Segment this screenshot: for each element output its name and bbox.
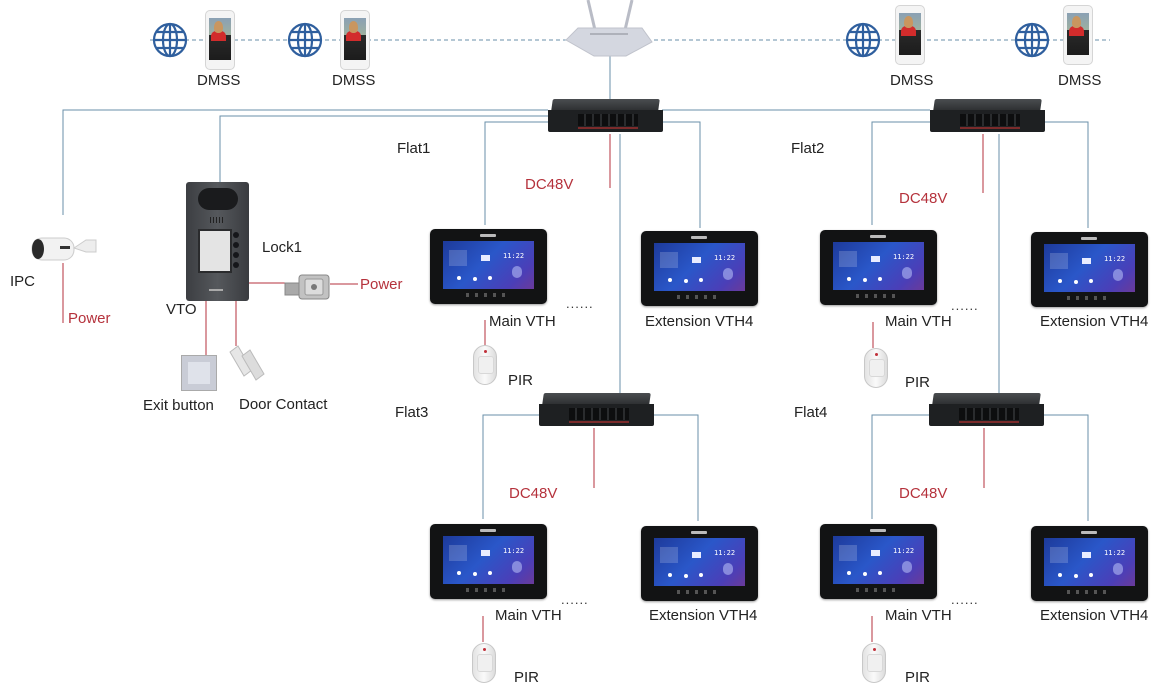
vto-link: [219, 115, 548, 182]
flat2-main-vth-label: Main VTH: [885, 313, 952, 330]
ip-camera-icon: [31, 237, 97, 261]
flat1-extension-vth-label: Extension VTH4: [645, 313, 754, 330]
flat4-main-link: [871, 414, 930, 519]
door-contact-label: Door Contact: [239, 396, 328, 413]
poe-switch-3: [539, 393, 654, 427]
flat2-label: Flat2: [791, 140, 825, 157]
flat4-main-vth: 11:22: [820, 524, 937, 599]
flat3-pir-label: PIR: [514, 669, 540, 686]
smartphone-icon: [1063, 5, 1093, 65]
ipc-link: [62, 109, 548, 215]
ipc-power-label: Power: [68, 310, 111, 327]
smartphone-icon: [205, 10, 235, 70]
flat4-extension-vth: 11:22: [1031, 526, 1148, 601]
globe-icon: [1014, 22, 1050, 58]
flat3-main-link: [482, 414, 540, 519]
ipc-label: IPC: [10, 273, 36, 290]
globe-icon: [287, 22, 323, 58]
smartphone-icon: [340, 10, 370, 70]
flat1-extension-vth: 11:22: [641, 231, 758, 306]
electric-lock-icon: [284, 274, 330, 300]
pir-sensor-icon: [473, 345, 497, 385]
flat3-ellipsis: ......: [561, 592, 589, 607]
vth-clock: 11:22: [714, 254, 736, 262]
dmss-label: DMSS: [890, 72, 934, 89]
flat4-ellipsis: ......: [951, 592, 979, 607]
dmss-label: DMSS: [1058, 72, 1102, 89]
flat2-main-link: [871, 121, 930, 225]
flat1-power-label: DC48V: [525, 176, 574, 193]
flat3-extension-vth: 11:22: [641, 526, 758, 601]
pir-sensor-icon: [472, 643, 496, 683]
flat3-label: Flat3: [395, 404, 429, 421]
poe-switch-1: [548, 99, 663, 133]
pir-sensor-icon: [864, 348, 888, 388]
flat1-pir-label: PIR: [508, 372, 534, 389]
flat1-label: Flat1: [397, 140, 431, 157]
vth-clock: 11:22: [714, 549, 736, 557]
flat2-power-label: DC48V: [899, 190, 948, 207]
globe-icon: [152, 22, 188, 58]
flat4-extension-vth-label: Extension VTH4: [1040, 607, 1149, 624]
lock-power-label: Power: [360, 276, 403, 293]
vto-label: VTO: [166, 301, 197, 318]
flat3-ext-link: [652, 414, 699, 521]
lock-label: Lock1: [262, 239, 303, 256]
smartphone-icon: [895, 5, 925, 65]
flat4-pir-label: PIR: [905, 669, 931, 686]
flat4-ext-link: [1042, 414, 1089, 521]
globe-icon: [845, 22, 881, 58]
exit-button-device: [181, 355, 217, 391]
flat1-ellipsis: ......: [566, 296, 594, 311]
flat2-extension-vth: 11:22: [1031, 232, 1148, 307]
wifi-router-icon: [565, 0, 653, 57]
flat3-extension-vth-label: Extension VTH4: [649, 607, 758, 624]
flat4-label: Flat4: [794, 404, 828, 421]
vth-clock: 11:22: [503, 252, 525, 260]
dmss-label: DMSS: [197, 72, 241, 89]
flat1-main-vth-label: Main VTH: [489, 313, 556, 330]
pir-sensor-icon: [862, 643, 886, 683]
flat1-main-vth: 11:22: [430, 229, 547, 304]
poe-switch-4: [929, 393, 1044, 427]
vth-clock: 11:22: [893, 253, 915, 261]
flat2-ext-link: [1043, 121, 1089, 228]
vth-clock: 11:22: [1104, 255, 1126, 263]
flat2-ellipsis: ......: [951, 298, 979, 313]
flat1-main-link: [484, 121, 548, 225]
flat4-power-label: DC48V: [899, 485, 948, 502]
flat2-extension-vth-label: Extension VTH4: [1040, 313, 1149, 330]
door-contact-icon: [229, 345, 265, 381]
flat2-pir-label: PIR: [905, 374, 931, 391]
flat3-power-label: DC48V: [509, 485, 558, 502]
vth-clock: 11:22: [503, 547, 525, 555]
door-station-vto: [186, 182, 249, 301]
flat2-main-vth: 11:22: [820, 230, 937, 305]
dmss-label: DMSS: [332, 72, 376, 89]
flat1-ext-link: [662, 121, 701, 228]
vth-clock: 11:22: [1104, 549, 1126, 557]
vth-clock: 11:22: [893, 547, 915, 555]
poe-switch-2: [930, 99, 1045, 133]
flat3-main-vth: 11:22: [430, 524, 547, 599]
exit-button-label: Exit button: [143, 397, 214, 414]
flat4-main-vth-label: Main VTH: [885, 607, 952, 624]
flat3-main-vth-label: Main VTH: [495, 607, 562, 624]
